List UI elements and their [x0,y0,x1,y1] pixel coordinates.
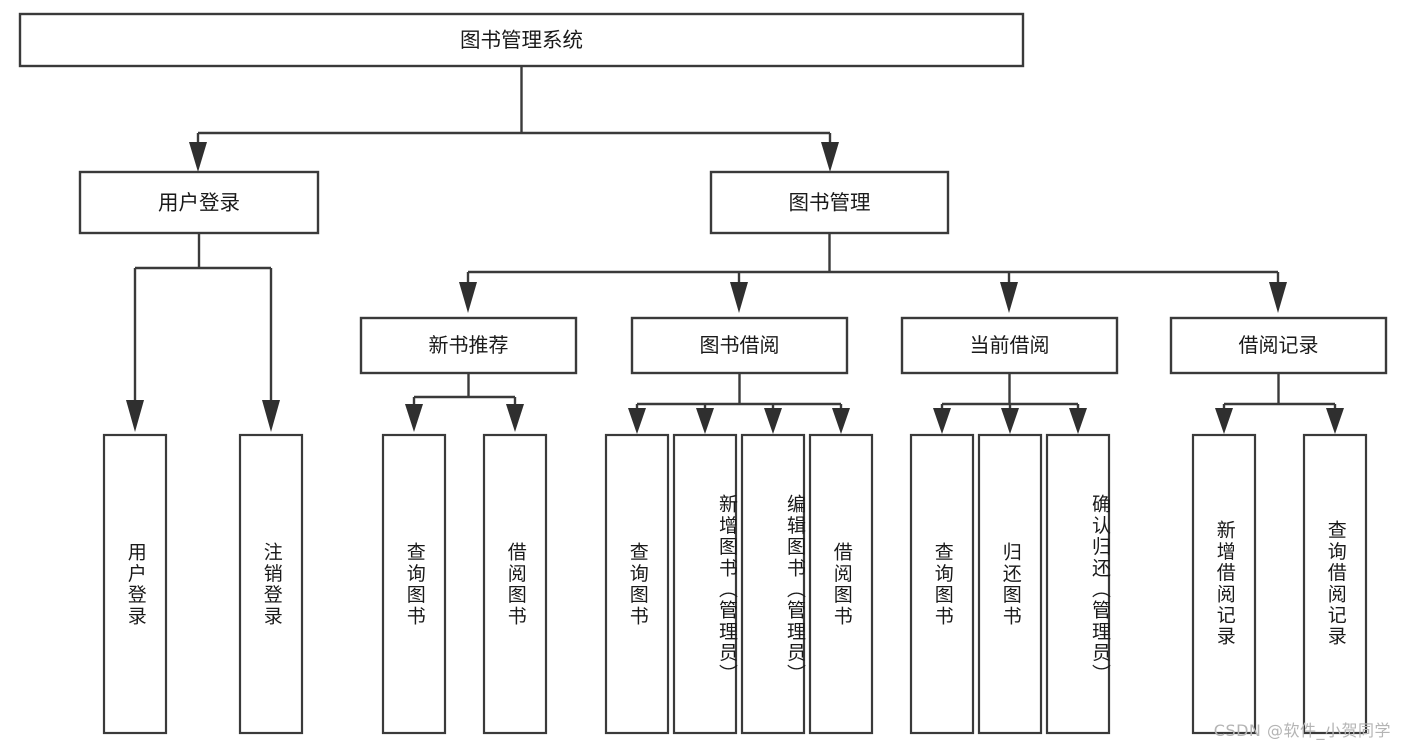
arrowhead-leaf-query-book-1 [405,404,423,432]
node-root[interactable]: 图书管理系统 [18,12,1025,68]
node-current-borrow-rect[interactable] [900,316,1119,375]
leaf-rect-edit-book[interactable] [740,433,806,735]
leaf-rect-confirm-return[interactable] [1045,433,1111,735]
node-book-manage-rect[interactable] [709,170,950,235]
node-book-manage[interactable]: 图书管理 [709,170,950,235]
node-new-book-rec-label: 新书推荐 [429,333,509,357]
leaf-rect-borrow-book-1[interactable] [482,433,548,735]
node-new-book-rec[interactable]: 新书推荐 [359,316,578,375]
leaf-rect-user-login[interactable] [102,433,168,735]
node-current-borrow-label: 当前借阅 [970,333,1050,357]
arrowhead-leaf-logout [262,400,280,432]
node-current-borrow[interactable]: 当前借阅 [900,316,1119,375]
node-borrow-record-label: 借阅记录 [1239,333,1319,357]
arrowhead-leaf-query-book-2 [628,408,646,434]
arrowhead-leaf-edit-book [764,408,782,434]
arrowhead-leaf-query-record [1326,408,1344,434]
arrowhead-leaf-query-book-3 [933,408,951,434]
arrowhead-leaf-return-book [1001,408,1019,434]
arrowhead-leaf-borrow-book-1 [506,404,524,432]
leaf-rect-query-record[interactable] [1302,433,1368,735]
arrowhead-leaf-confirm-return [1069,408,1087,434]
arrowhead-to-current-borrow [1000,282,1018,313]
leaf-rect-return-book[interactable] [977,433,1043,735]
node-user-login-label: 用户登录 [158,191,240,215]
node-root-rect[interactable] [18,12,1025,68]
leaf-rect-query-book-3[interactable] [909,433,975,735]
leaf-rect-query-book-2[interactable] [604,433,670,735]
arrowhead-to-new-book-rec [459,282,477,313]
node-book-manage-label: 图书管理 [789,191,871,215]
leaf-rect-logout[interactable] [238,433,304,735]
arrowhead-leaf-add-record [1215,408,1233,434]
node-user-login[interactable]: 用户登录 [78,170,320,235]
node-new-book-rec-rect[interactable] [359,316,578,375]
leaf-rect-add-book[interactable] [672,433,738,735]
leaf-rect-borrow-book-2[interactable] [808,433,874,735]
arrowhead-to-book-borrow [730,282,748,313]
arrowhead-leaf-borrow-book-2 [832,408,850,434]
node-root-label: 图书管理系统 [460,28,583,52]
node-book-borrow-rect[interactable] [630,316,849,375]
arrowhead-leaf-user-login [126,400,144,432]
node-book-borrow[interactable]: 图书借阅 [630,316,849,375]
arrowhead-to-book-manage [821,142,839,172]
leaf-rect-query-book-1[interactable] [381,433,447,735]
csdn-watermark: CSDN @软件_小贺同学 [1213,721,1391,740]
node-borrow-record-rect[interactable] [1169,316,1388,375]
node-book-borrow-label: 图书借阅 [700,333,780,357]
arrowhead-leaf-add-book [696,408,714,434]
arrowhead-to-user-login [189,142,207,172]
leaf-rect-add-record[interactable] [1191,433,1257,735]
arrowhead-to-borrow-record [1269,282,1287,313]
node-borrow-record[interactable]: 借阅记录 [1169,316,1388,375]
